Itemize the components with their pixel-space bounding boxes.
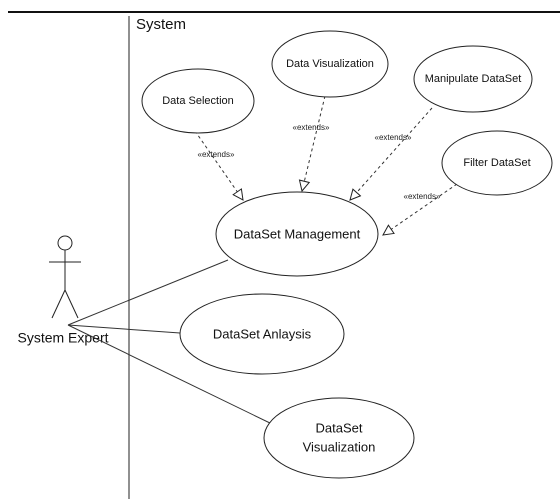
association-analysis [67, 324, 181, 334]
svg-text:Data Selection: Data Selection [162, 95, 234, 107]
extends-label: «extends» [375, 133, 412, 142]
svg-text:Filter DataSet: Filter DataSet [463, 157, 530, 169]
actor-figure[interactable] [49, 235, 81, 319]
use-case-data-visualization[interactable]: Data Visualization [271, 30, 389, 98]
extend-data-selection [194, 130, 244, 201]
svg-text:DataSet Management: DataSet Management [234, 226, 361, 241]
extends-label: «extends» [293, 123, 330, 132]
association-visualization [67, 324, 273, 425]
use-case-dataset-visualization[interactable]: DataSet Visualization [263, 397, 415, 479]
svg-text:Manipulate DataSet: Manipulate DataSet [425, 73, 522, 85]
extend-filter-dataset [382, 183, 458, 236]
use-case-data-selection[interactable]: Data Selection [141, 68, 255, 134]
association-management [67, 259, 229, 326]
extend-manipulate-dataset [349, 107, 433, 201]
svg-text:Data Visualization: Data Visualization [286, 58, 374, 70]
svg-text:Visualization: Visualization [303, 439, 376, 454]
svg-text:DataSet Anlaysis: DataSet Anlaysis [213, 326, 312, 341]
system-label: System [136, 16, 186, 33]
svg-text:DataSet: DataSet [316, 420, 363, 435]
use-case-dataset-management[interactable]: DataSet Management [215, 191, 379, 277]
use-case-dataset-analysis[interactable]: DataSet Anlaysis [179, 293, 345, 375]
extends-label: «extends» [404, 192, 441, 201]
use-case-filter-dataset[interactable]: Filter DataSet [441, 130, 553, 196]
extend-data-visualization [298, 95, 326, 193]
use-case-manipulate-dataset[interactable]: Manipulate DataSet [413, 45, 533, 113]
extends-label: «extends» [198, 150, 235, 159]
